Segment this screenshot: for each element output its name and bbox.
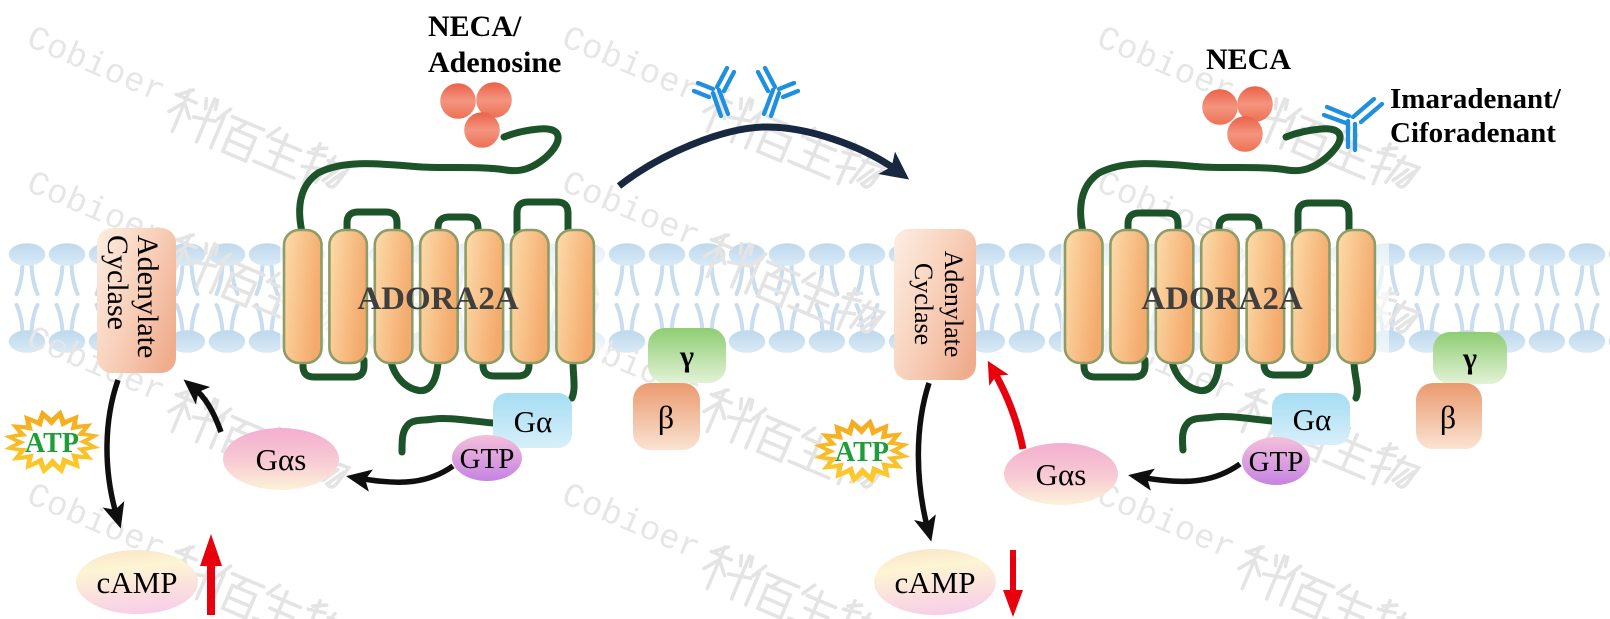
svg-text:NECA/: NECA/ [428,10,522,43]
svg-text:cAMP: cAMP [895,565,976,600]
svg-text:Gα: Gα [514,404,553,439]
svg-text:ATP: ATP [835,437,889,468]
svg-text:Imaradenant/: Imaradenant/ [1390,83,1562,115]
svg-text:ADORA2A: ADORA2A [357,281,518,317]
svg-text:GTP: GTP [460,443,515,475]
svg-text:γ: γ [679,340,694,373]
svg-text:Gαs: Gαs [1036,457,1087,492]
svg-text:Cyclase: Cyclase [909,263,938,345]
svg-text:cAMP: cAMP [97,565,178,600]
svg-text:Gα: Gα [1293,402,1332,437]
svg-text:Gαs: Gαs [256,442,307,477]
svg-text:β: β [1440,399,1456,435]
svg-text:Adenylate: Adenylate [131,235,164,358]
svg-text:β: β [658,399,674,435]
svg-text:Ciforadenant: Ciforadenant [1390,117,1556,149]
svg-text:Adenylate: Adenylate [939,251,968,358]
svg-text:NECA: NECA [1206,43,1291,76]
svg-text:Cyclase: Cyclase [101,235,134,330]
svg-text:GTP: GTP [1249,446,1304,478]
svg-text:γ: γ [1462,342,1477,375]
svg-text:ADORA2A: ADORA2A [1141,281,1302,317]
svg-text:ATP: ATP [25,428,79,459]
svg-text:Adenosine: Adenosine [428,46,561,79]
